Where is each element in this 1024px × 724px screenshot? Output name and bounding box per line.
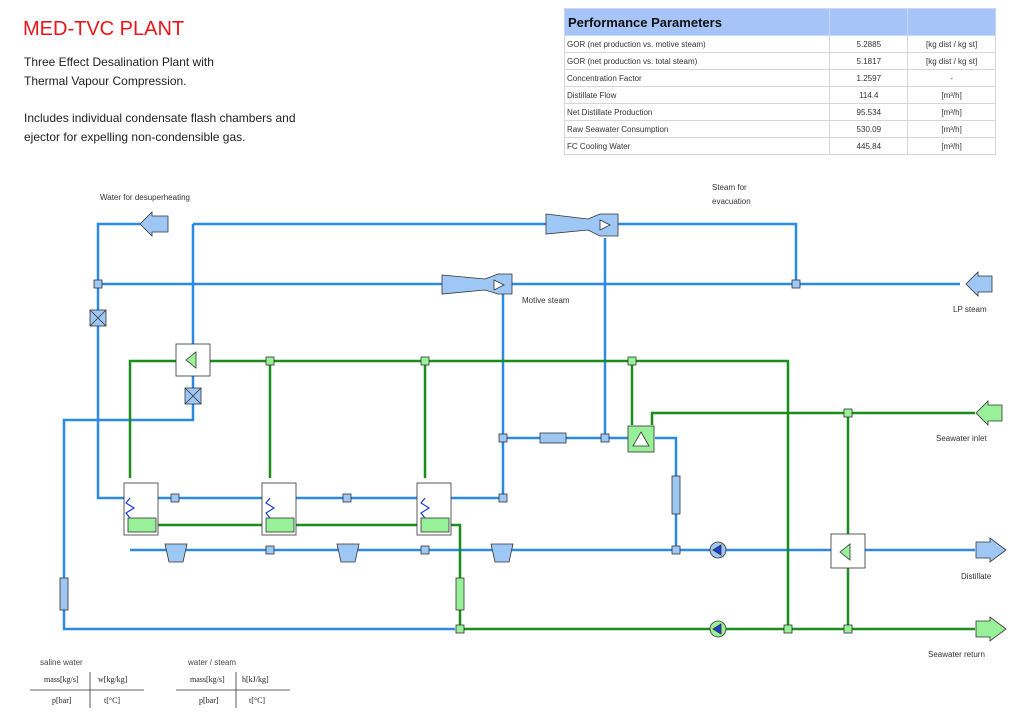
seawater-inlet-label: Seawater inlet [936,434,987,443]
table-row: GOR (net production vs. total steam)5.18… [563,52,996,70]
thermocompressor-upper [545,213,619,237]
effect-1 [123,482,159,536]
valves [89,309,202,405]
legend-saline: saline water [40,658,83,667]
lp-steam-inlet-arrow [965,271,993,297]
performance-title: Performance Parameters [563,8,831,36]
legend-water: water / steam [188,658,236,667]
vertical-tubes [59,432,681,611]
seawater-return-arrow [975,616,1007,642]
table-row: GOR (net production vs. motive steam)5.2… [563,35,996,53]
seawater-return-label: Seawater return [928,650,985,659]
final-condenser [627,425,655,453]
plant-title: MED-TVC PLANT [23,18,185,40]
legend-cell: h[kJ/kg] [242,675,269,684]
water-desuperheating-label: Water for desuperheating [100,193,190,202]
pumps [709,541,727,638]
legend-cell: t[°C] [104,696,121,705]
legend-title: saline water [40,658,83,667]
mixer-distillate [830,533,866,569]
effect-3 [416,482,452,536]
legend-cell: mass[kg/s] [44,675,79,684]
legend-cell: t[°C] [249,696,266,705]
steam-evacuation-label: evacuation [712,197,751,206]
description-line: ejector for expelling non-condensible ga… [24,130,246,144]
steam-evacuation-label: Steam for [712,183,747,192]
legend-rules [30,672,290,708]
legend-title: water / steam [188,658,237,667]
junction-nodes [93,279,853,634]
legend-cell: mass[kg/s] [190,675,225,684]
flash-chambers [164,543,514,563]
legend-cell: w[kg/kg] [98,675,128,684]
desuperheater [175,343,211,377]
distillate-label: Distillate [961,572,992,581]
effect-2 [261,482,297,536]
boundary-arrows [139,211,1007,642]
performance-table: Performance Parameters GOR (net producti… [563,8,996,155]
legend-cell: p[bar] [199,696,219,705]
description-line: Includes individual condensate flash cha… [24,111,296,125]
seawater-inlet-arrow [975,400,1003,426]
lp-steam-label: LP steam [953,305,987,314]
distillate-outlet-arrow [975,537,1007,563]
thermocompressor-lower [441,273,513,295]
motive-steam-label: Motive steam [522,296,570,305]
desuperheating-outlet-arrow [139,211,169,237]
legend-cell: p[bar] [52,696,72,705]
seawater-lines [128,359,975,631]
description-line: Thermal Vapour Compression. [24,74,187,88]
description-line: Three Effect Desalination Plant with [24,55,214,69]
